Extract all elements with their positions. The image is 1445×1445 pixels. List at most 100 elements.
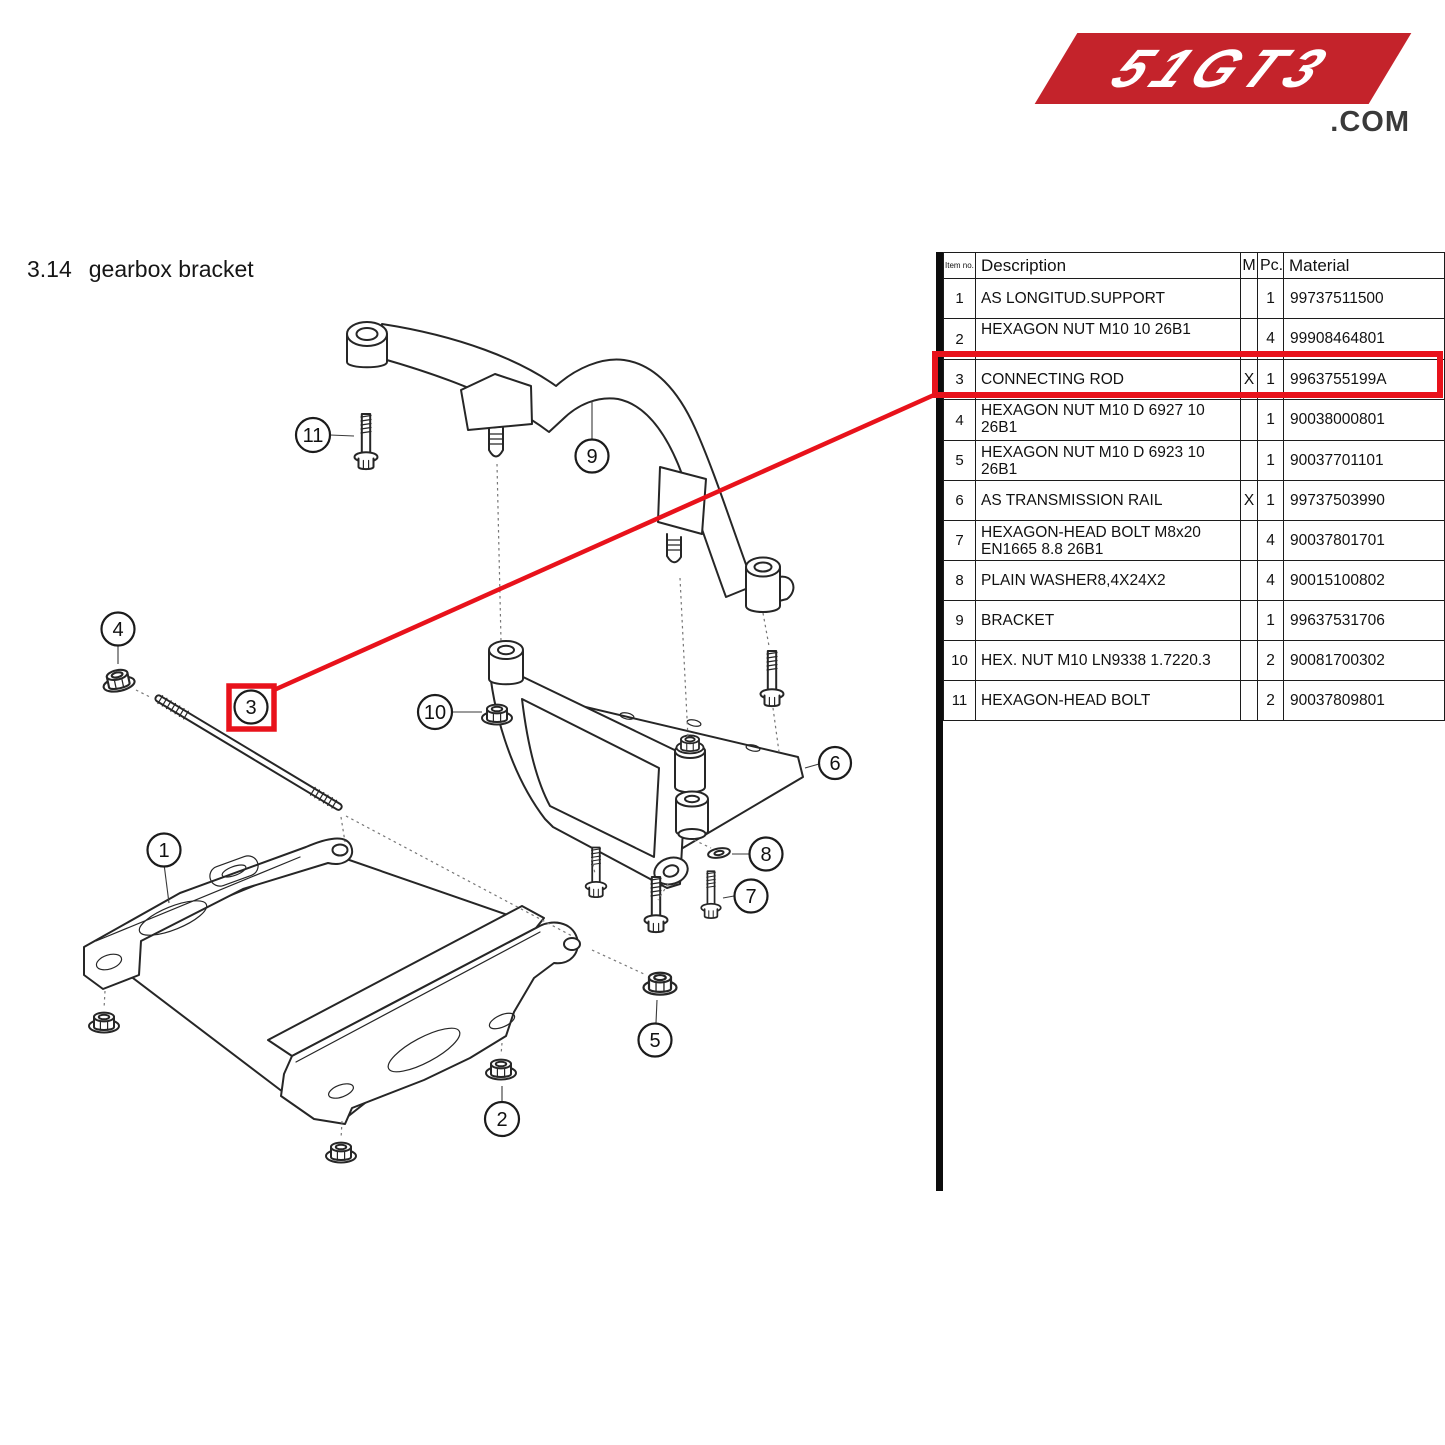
callout-11: 11: [294, 416, 332, 454]
callout-leader-5: [655, 999, 658, 1024]
highlight-connector-line: [273, 392, 935, 693]
callout-number: 5: [649, 1030, 660, 1052]
cell-desc: HEXAGON NUT M10 10 26B1: [975, 318, 1241, 360]
bolt-7-c: [700, 870, 722, 919]
cell-item: 5: [943, 440, 976, 481]
cell-desc: HEXAGON-HEAD BOLT M8x20 EN1665 8.8 26B1: [975, 520, 1241, 561]
callout-5: 5: [637, 1022, 673, 1058]
cell-m: X: [1240, 480, 1258, 521]
section-number: 3.14: [27, 256, 72, 282]
cell-m: [1240, 440, 1258, 481]
cell-item: 1: [943, 278, 976, 319]
callout-9: 9: [574, 438, 610, 474]
highlight-callout-box: [226, 683, 277, 732]
cell-material: 99737503990: [1283, 480, 1445, 521]
part-bracket-9: [346, 321, 795, 613]
cell-material: 9963755199A: [1283, 359, 1445, 400]
cell-pc: 1: [1257, 600, 1284, 641]
nut-2-a: [88, 1011, 120, 1034]
bolt-11-right: [759, 650, 785, 708]
cell-item: 9: [943, 600, 976, 641]
nut-4: [99, 666, 137, 696]
washer-8: [706, 845, 732, 861]
cell-item: 7: [943, 520, 976, 561]
cell-m: [1240, 318, 1258, 360]
callout-number: 1: [158, 840, 169, 862]
cell-pc: 4: [1257, 520, 1284, 561]
callout-number: 7: [745, 886, 756, 908]
cell-material: 90081700302: [1283, 640, 1445, 681]
callout-number: 9: [586, 446, 597, 468]
cell-desc: HEXAGON-HEAD BOLT: [975, 680, 1241, 721]
nut-5: [642, 971, 678, 996]
cell-item: 10: [943, 640, 976, 681]
nut-2-b: [485, 1058, 517, 1081]
callout-7: 7: [733, 878, 769, 914]
logo-com-text: .COM: [1330, 106, 1410, 138]
callout-number: 3: [245, 697, 256, 719]
cell-material: 99737511500: [1283, 278, 1445, 319]
cell-pc: 1: [1257, 399, 1284, 441]
cell-pc: 2: [1257, 680, 1284, 721]
highlight-layer: [226, 392, 935, 732]
cell-desc: PLAIN WASHER8,4X24X2: [975, 560, 1241, 601]
cell-m: [1240, 560, 1258, 601]
callout-leader-7: [722, 895, 735, 899]
header-m: M: [1240, 252, 1258, 279]
cell-m: [1240, 399, 1258, 441]
table-left-bar: [936, 252, 943, 1191]
bolt-11-left: [353, 413, 379, 471]
cell-material: 99637531706: [1283, 600, 1445, 641]
cell-pc: 1: [1257, 359, 1284, 400]
cell-pc: 4: [1257, 560, 1284, 601]
callout-number: 6: [829, 753, 840, 775]
header-material: Material: [1283, 252, 1445, 279]
cell-desc: AS TRANSMISSION RAIL: [975, 480, 1241, 521]
callout-6: 6: [817, 745, 853, 781]
cell-desc: HEXAGON NUT M10 D 6927 10 26B1: [975, 399, 1241, 441]
cell-pc: 1: [1257, 278, 1284, 319]
cell-desc: BRACKET: [975, 600, 1241, 641]
callout-number: 8: [760, 844, 771, 866]
callout-leader-6: [804, 763, 820, 769]
cell-pc: 1: [1257, 480, 1284, 521]
callout-layer: 1 2 3 4 5 6 78 9 10 11: [100, 401, 853, 1138]
cell-desc: HEXAGON NUT M10 D 6923 10 26B1: [975, 440, 1241, 481]
cell-pc: 4: [1257, 318, 1284, 360]
header-item-no: Item no.: [943, 252, 976, 279]
part-connecting-rod-3: [154, 694, 343, 811]
cell-material: 90015100802: [1283, 560, 1445, 601]
nut-10-a: [481, 703, 513, 726]
callout-number: 11: [303, 425, 324, 447]
callout-number: 2: [496, 1109, 507, 1131]
callout-number: 4: [112, 619, 123, 641]
callout-2: 2: [483, 1100, 521, 1138]
section-name: gearbox bracket: [88, 256, 254, 282]
callout-number: 10: [424, 702, 446, 724]
cell-item: 11: [943, 680, 976, 721]
cell-desc: CONNECTING ROD: [975, 359, 1241, 400]
cell-item: 6: [943, 480, 976, 521]
part-transmission-rail-6: [488, 640, 804, 889]
callout-3: 3: [233, 689, 269, 725]
assembly-guide-lines: [103, 463, 780, 1140]
cell-material: 90037809801: [1283, 680, 1445, 721]
cell-m: [1240, 680, 1258, 721]
cell-desc: AS LONGITUD.SUPPORT: [975, 278, 1241, 319]
cell-item: 2: [943, 318, 976, 360]
cell-item: 3: [943, 359, 976, 400]
page-title: 3.14 gearbox bracket: [27, 256, 254, 283]
header-pc: Pc.: [1257, 252, 1284, 279]
cell-m: X: [1240, 359, 1258, 400]
callout-10: 10: [416, 693, 454, 731]
